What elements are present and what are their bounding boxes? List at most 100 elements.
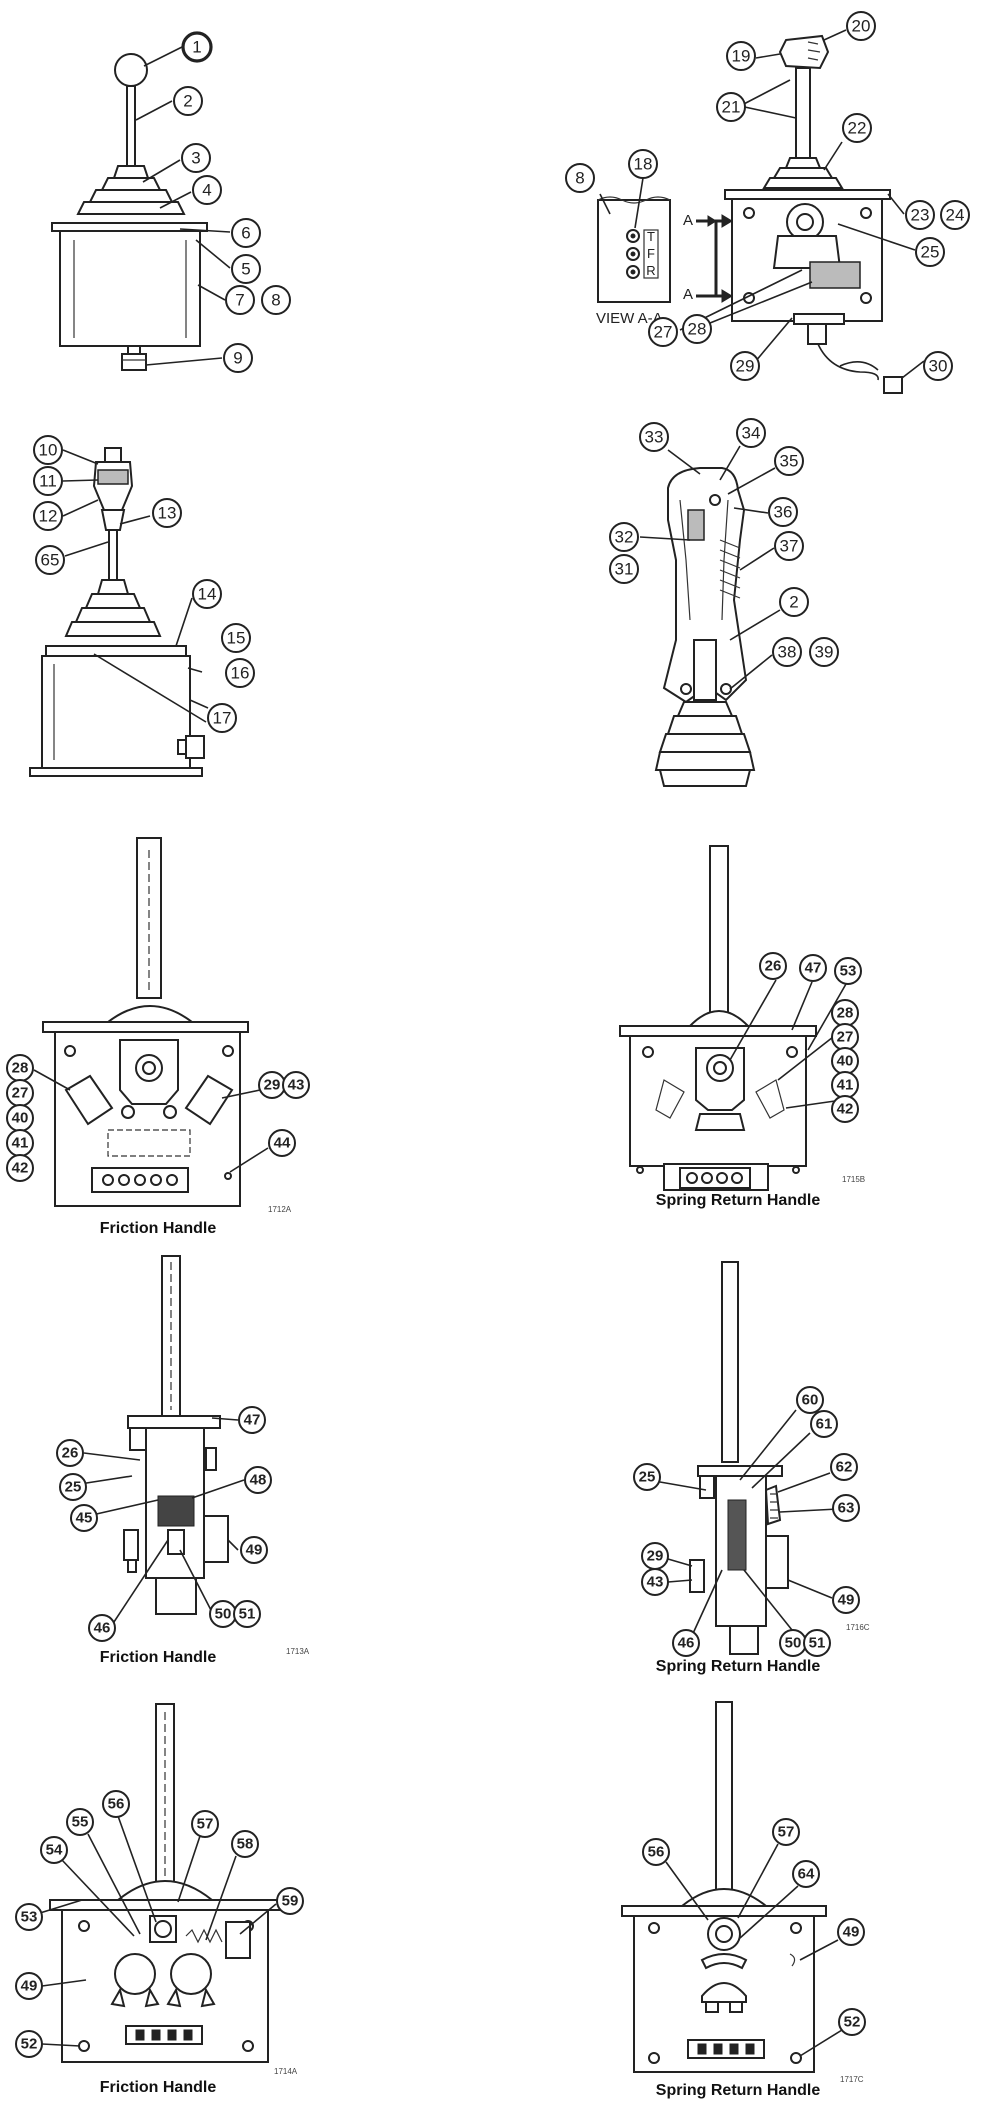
callout-54-friction-rear: 54 bbox=[40, 1836, 68, 1864]
caption-spring-2: Spring Return Handle bbox=[656, 1658, 821, 1675]
svg-text:47: 47 bbox=[244, 1412, 261, 1429]
svg-text:60: 60 bbox=[802, 1392, 819, 1409]
callout-39: 39 bbox=[809, 637, 839, 667]
svg-text:2: 2 bbox=[183, 92, 192, 111]
callout-63-spring-side: 63 bbox=[832, 1494, 860, 1522]
callout-43-friction: 43 bbox=[282, 1071, 310, 1099]
svg-text:59: 59 bbox=[282, 1893, 299, 1910]
svg-text:34: 34 bbox=[742, 424, 761, 443]
svg-text:61: 61 bbox=[816, 1416, 833, 1433]
svg-text:28: 28 bbox=[837, 1005, 854, 1022]
panel3-leader-lines bbox=[62, 449, 209, 723]
panel10-leader-lines bbox=[665, 1843, 843, 2057]
callout-42-friction: 42 bbox=[6, 1154, 34, 1182]
callout-29-spring-side: 29 bbox=[641, 1542, 669, 1570]
svg-text:30: 30 bbox=[929, 357, 948, 376]
caption-friction-1: Friction Handle bbox=[100, 1220, 217, 1237]
callout-47-friction-side: 47 bbox=[238, 1406, 266, 1434]
callout-50-friction-side: 50 bbox=[209, 1600, 237, 1628]
callout-65: 65 bbox=[35, 545, 65, 575]
callout-9: 9 bbox=[223, 343, 253, 373]
svg-text:24: 24 bbox=[946, 206, 965, 225]
callout-47-spring: 47 bbox=[799, 954, 827, 982]
callout-50-spring-side: 50 bbox=[779, 1629, 807, 1657]
svg-text:42: 42 bbox=[837, 1101, 854, 1118]
callout-37: 37 bbox=[774, 531, 804, 561]
callout-49-friction-side: 49 bbox=[240, 1536, 268, 1564]
svg-text:25: 25 bbox=[921, 243, 940, 262]
drawing-code-1713a: 1713A bbox=[286, 1647, 310, 1656]
callout-43-spring-side: 43 bbox=[641, 1568, 669, 1596]
svg-text:6: 6 bbox=[241, 224, 250, 243]
drawing-code-1716c: 1716C bbox=[846, 1623, 870, 1632]
callout-3: 3 bbox=[181, 143, 211, 173]
caption-spring-3: Spring Return Handle bbox=[656, 2082, 821, 2099]
svg-text:15: 15 bbox=[227, 629, 246, 648]
svg-text:53: 53 bbox=[840, 963, 857, 980]
spring-return-front-drawing bbox=[619, 845, 817, 1191]
panel2-leader-lines bbox=[599, 29, 925, 379]
callout-55-friction-rear: 55 bbox=[66, 1808, 94, 1836]
callout-7: 7 bbox=[225, 285, 255, 315]
callout-8b: 8 bbox=[565, 163, 595, 193]
svg-text:12: 12 bbox=[39, 507, 58, 526]
callout-36: 36 bbox=[768, 497, 798, 527]
callout-30: 30 bbox=[923, 351, 953, 381]
callout-11: 11 bbox=[33, 466, 63, 496]
callout-13: 13 bbox=[152, 498, 182, 528]
section-letter-bottom: A bbox=[683, 286, 693, 303]
svg-text:22: 22 bbox=[848, 119, 867, 138]
svg-text:27: 27 bbox=[654, 323, 673, 342]
panel1-leader-lines bbox=[135, 46, 231, 366]
svg-text:52: 52 bbox=[844, 2014, 861, 2031]
svg-text:2: 2 bbox=[789, 593, 798, 612]
svg-text:25: 25 bbox=[639, 1469, 656, 1486]
svg-text:44: 44 bbox=[274, 1135, 291, 1152]
svg-text:11: 11 bbox=[39, 472, 57, 491]
callout-62-spring-side: 62 bbox=[830, 1453, 858, 1481]
callout-52-spring-rear: 52 bbox=[838, 2008, 866, 2036]
svg-text:64: 64 bbox=[798, 1866, 815, 1883]
friction-handle-front-drawing bbox=[42, 837, 249, 1207]
svg-text:49: 49 bbox=[843, 1924, 860, 1941]
svg-text:41: 41 bbox=[837, 1077, 854, 1094]
callout-40-spring: 40 bbox=[831, 1047, 859, 1075]
svg-text:37: 37 bbox=[780, 537, 799, 556]
callout-51-friction-side: 51 bbox=[233, 1600, 261, 1628]
callout-27-friction: 27 bbox=[6, 1079, 34, 1107]
svg-text:28: 28 bbox=[12, 1060, 29, 1077]
callout-48-friction-side: 48 bbox=[244, 1466, 272, 1494]
callout-52-friction-rear: 52 bbox=[15, 2030, 43, 2058]
svg-text:8: 8 bbox=[575, 169, 584, 188]
joystick-basic-drawing bbox=[51, 53, 208, 371]
panel9-leader-lines bbox=[39, 1815, 277, 2047]
svg-text:20: 20 bbox=[852, 17, 871, 36]
svg-text:45: 45 bbox=[76, 1510, 93, 1527]
drawing-code-1715b: 1715B bbox=[842, 1175, 865, 1184]
callout-8: 8 bbox=[261, 285, 291, 315]
svg-text:52: 52 bbox=[21, 2036, 38, 2053]
svg-text:29: 29 bbox=[647, 1548, 664, 1565]
svg-text:17: 17 bbox=[213, 709, 232, 728]
view-aa-inset: T F R VIEW A-A A A bbox=[596, 196, 733, 327]
svg-text:49: 49 bbox=[246, 1542, 263, 1559]
callout-29-friction: 29 bbox=[258, 1071, 286, 1099]
callout-18: 18 bbox=[628, 149, 658, 179]
svg-text:50: 50 bbox=[215, 1606, 232, 1623]
svg-text:32: 32 bbox=[615, 528, 634, 547]
callout-21: 21 bbox=[716, 92, 746, 122]
svg-text:40: 40 bbox=[12, 1110, 29, 1127]
svg-text:39: 39 bbox=[815, 643, 834, 662]
svg-text:23: 23 bbox=[911, 206, 930, 225]
callout-46-spring-side: 46 bbox=[672, 1629, 700, 1657]
callout-23: 23 bbox=[905, 200, 935, 230]
callout-17: 17 bbox=[207, 703, 237, 733]
callout-16: 16 bbox=[225, 658, 255, 688]
svg-text:51: 51 bbox=[809, 1635, 826, 1652]
callout-33: 33 bbox=[639, 422, 669, 452]
callout-53-friction-rear: 53 bbox=[15, 1903, 43, 1931]
svg-text:58: 58 bbox=[237, 1836, 254, 1853]
callout-53-spring: 53 bbox=[834, 957, 862, 985]
